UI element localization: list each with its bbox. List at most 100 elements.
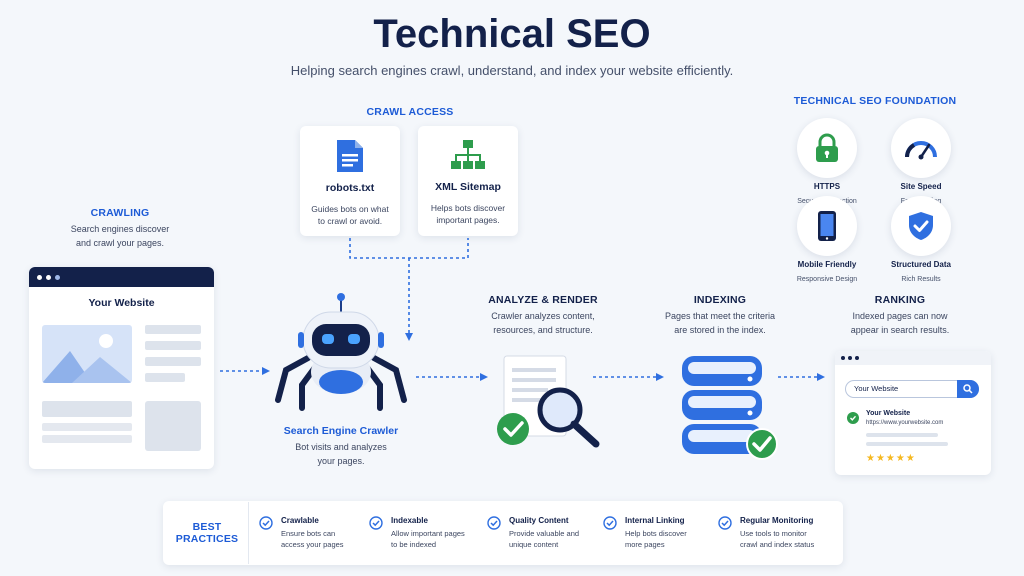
https-title: HTTPS — [813, 182, 841, 191]
result-title[interactable]: Your Website — [866, 410, 911, 417]
crawl-access-label: CRAWL ACCESS — [366, 106, 454, 118]
crawler-desc-1: Bot visits and analyzes — [295, 442, 387, 452]
text-line — [145, 341, 201, 350]
practice-title: Crawlable — [281, 516, 319, 525]
robots-card: robots.txt Guides bots on what to crawl … — [300, 126, 400, 236]
arrowhead — [656, 373, 664, 381]
text-line — [42, 423, 132, 431]
practice-desc-2: unique content — [509, 540, 559, 550]
robots-desc-2: to crawl or avoid. — [317, 216, 383, 227]
browser-dot — [841, 356, 845, 360]
speed-title: Site Speed — [900, 182, 942, 191]
image-placeholder-icon — [42, 325, 132, 383]
arrowhead — [262, 367, 270, 375]
robot-crawler-icon — [268, 290, 414, 412]
practice-desc-2: crawl and index status — [740, 540, 815, 550]
crawler-desc-2: your pages. — [317, 455, 365, 466]
text-line — [866, 433, 938, 437]
ranking-desc-1: Indexed pages can now — [852, 311, 948, 321]
best-practices-bar: BEST PRACTICES Crawlable Ensure bots can… — [163, 501, 843, 565]
sitemap-desc-2: important pages. — [436, 215, 500, 226]
search-input[interactable]: Your Website — [845, 380, 979, 398]
foundation-item-structured: Structured Data Rich Results — [881, 196, 961, 283]
magnifier-document-icon — [492, 352, 606, 456]
sitemap-card: XML Sitemap Helps bots discover importan… — [418, 126, 518, 236]
practice-desc-1: Allow important pages — [391, 529, 465, 538]
mobile-title: Mobile Friendly — [797, 260, 857, 269]
sitemap-title: XML Sitemap — [435, 181, 501, 193]
indexing-desc-2: are stored in the index. — [674, 324, 766, 335]
search-icon[interactable] — [957, 380, 979, 398]
lock-icon — [797, 118, 857, 178]
check-circle-icon — [259, 516, 273, 535]
ranking-label: RANKING — [874, 294, 926, 306]
indexing-desc-1: Pages that meet the criteria — [664, 311, 776, 321]
text-line — [42, 435, 132, 443]
practice-desc-2: access your pages — [281, 540, 344, 550]
check-icon — [847, 412, 859, 424]
check-circle-icon — [718, 516, 732, 535]
browser-dot — [55, 274, 60, 280]
page-subtitle: Helping search engines crawl, understand… — [290, 63, 734, 78]
analyze-desc-2: resources, and structure. — [493, 324, 593, 335]
search-results-mockup: Your Website Your Website https://www.yo… — [835, 351, 991, 475]
website-title: Your Website — [88, 297, 155, 309]
ranking-section: RANKING Indexed pages can now appear in … — [820, 294, 980, 337]
document-icon — [300, 138, 400, 174]
foundation-item-speed: Site Speed Fast Loading — [881, 118, 961, 205]
robots-title: robots.txt — [325, 182, 375, 194]
content-block — [42, 401, 132, 417]
practice-title: Internal Linking — [625, 516, 685, 525]
practice-title: Indexable — [391, 516, 428, 525]
indexing-label: INDEXING — [693, 294, 747, 306]
browser-bar — [29, 267, 214, 287]
text-line — [145, 325, 201, 334]
text-line — [145, 373, 185, 382]
best-practices-label: BEST PRACTICES — [175, 521, 239, 545]
robots-desc-1: Guides bots on what — [311, 204, 389, 214]
page-title: Technical SEO — [373, 12, 651, 56]
foundation-label: TECHNICAL SEO FOUNDATION — [793, 95, 957, 107]
structured-title: Structured Data — [890, 260, 951, 269]
crawling-section: CRAWLING Search engines discover and cra… — [30, 207, 210, 250]
practice-title: Regular Monitoring — [740, 516, 814, 525]
search-input-text: Your Website — [854, 384, 899, 393]
practice-desc-1: Help bots discover — [625, 529, 687, 538]
browser-dot — [855, 356, 859, 360]
analyze-section: ANALYZE & RENDER Crawler analyzes conten… — [463, 294, 623, 337]
practice-desc-1: Use tools to monitor — [740, 529, 807, 538]
result-url: https://www.yourwebsite.com — [866, 420, 944, 426]
website-mockup: Your Website — [29, 267, 214, 469]
smartphone-icon — [797, 196, 857, 256]
browser-dot — [848, 356, 852, 360]
ranking-desc-2: appear in search results. — [850, 324, 950, 335]
crawling-desc-2: and crawl your pages. — [75, 237, 165, 248]
arrowhead — [817, 373, 825, 381]
mobile-sub: Responsive Design — [796, 276, 858, 283]
indexing-section: INDEXING Pages that meet the criteria ar… — [640, 294, 800, 337]
browser-bar — [835, 351, 991, 365]
check-circle-icon — [487, 516, 501, 535]
text-line — [145, 357, 201, 366]
foundation-item-mobile: Mobile Friendly Responsive Design — [787, 196, 867, 283]
rating-stars: ★★★★★ — [866, 453, 916, 464]
best-practices-label-1: BEST — [192, 521, 222, 533]
browser-dot — [37, 274, 42, 280]
crawl-access-connector — [349, 238, 469, 259]
crawling-label: CRAWLING — [90, 207, 150, 219]
structured-sub: Rich Results — [901, 276, 941, 283]
best-practices-label-2: PRACTICES — [175, 533, 239, 545]
foundation-item-https: HTTPS Secure Connection — [787, 118, 867, 205]
analyze-label: ANALYZE & RENDER — [488, 294, 598, 306]
practice-desc-2: to be indexed — [391, 540, 437, 550]
speedometer-icon — [891, 118, 951, 178]
arrowhead — [405, 333, 413, 341]
practice-desc-1: Ensure bots can — [281, 529, 336, 538]
shield-icon — [891, 196, 951, 256]
practice-desc-1: Provide valuable and — [509, 529, 580, 538]
arrowhead — [480, 373, 488, 381]
check-circle-icon — [369, 516, 383, 535]
browser-dot — [46, 274, 51, 280]
database-icon — [678, 350, 782, 462]
